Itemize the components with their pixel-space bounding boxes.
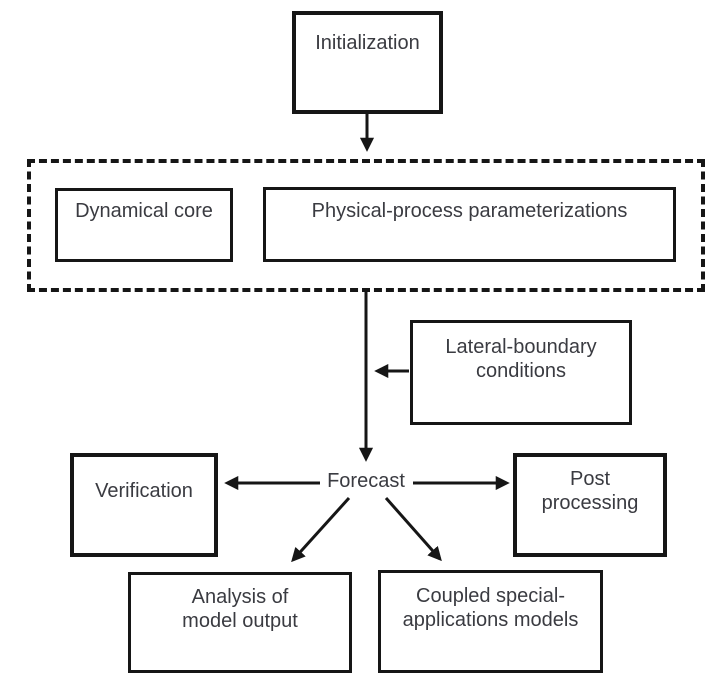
- post-processing-line2: processing: [541, 492, 639, 514]
- analysis-line1: Analysis of: [191, 585, 289, 608]
- lateral-boundary-line2: conditions: [475, 359, 567, 382]
- node-forecast-label: Forecast: [327, 470, 405, 492]
- node-initialization: Initialization: [292, 11, 443, 114]
- node-analysis-of-model-output: Analysis of model output: [128, 572, 352, 673]
- node-lateral-boundary-conditions: Lateral-boundary conditions: [410, 320, 632, 425]
- node-initialization-label: Initialization: [315, 31, 420, 54]
- node-dynamical-core: Dynamical core: [55, 188, 233, 262]
- node-analysis-label: Analysis of model output: [182, 586, 298, 633]
- arrow-forecast-to-analysis: [291, 496, 351, 563]
- coupled-line2: applications models: [402, 608, 579, 631]
- coupled-line1: Coupled special-: [416, 584, 565, 607]
- lateral-boundary-line1: Lateral-boundary: [445, 335, 597, 358]
- node-post-processing: Post processing: [513, 453, 667, 557]
- model-core-dashed-group: [27, 159, 705, 292]
- node-verification-label: Verification: [95, 480, 193, 503]
- node-lateral-boundary-label: Lateral-boundary conditions: [445, 336, 596, 383]
- node-post-processing-label: Post processing: [542, 468, 639, 515]
- analysis-line2: model output: [182, 609, 298, 632]
- node-physical-process-parameterizations: Physical-process parameterizations: [263, 187, 676, 262]
- node-physical-process-label: Physical-process parameterizations: [311, 199, 628, 222]
- node-verification: Verification: [70, 453, 218, 557]
- node-coupled-label: Coupled special- applications models: [403, 585, 579, 632]
- node-dynamical-core-label: Dynamical core: [75, 200, 213, 223]
- post-processing-line1: Post: [569, 468, 611, 491]
- node-coupled-special-applications-models: Coupled special- applications models: [378, 570, 603, 673]
- arrow-forecast-to-coupled: [384, 497, 442, 562]
